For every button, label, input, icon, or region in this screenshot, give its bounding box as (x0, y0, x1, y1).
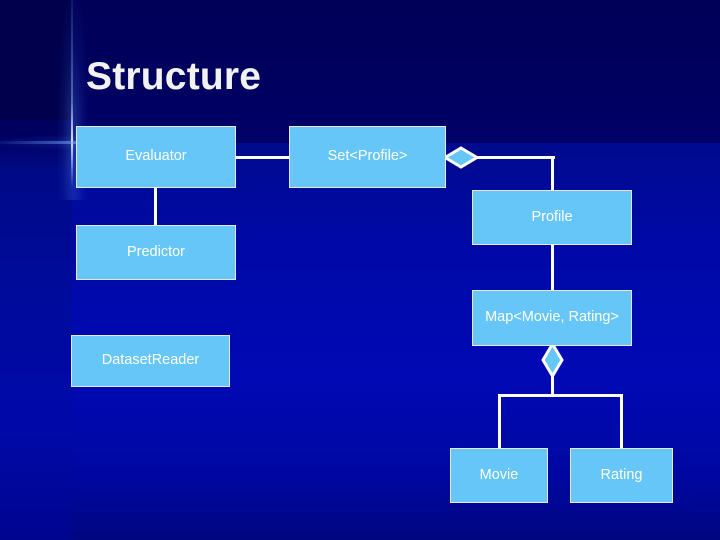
node-rating[interactable]: Rating (570, 448, 673, 503)
node-predictor-label: Predictor (126, 243, 186, 260)
connector-map-bracket-horizontal (498, 394, 623, 397)
connector-map-bracket-stem (551, 370, 554, 397)
connector-evaluator-set-profile (235, 156, 290, 159)
node-map-movie-rating-label: Map<Movie, Rating> (485, 309, 619, 326)
node-movie-label: Movie (479, 466, 519, 483)
aggregation-diamond-icon-set-profile (443, 146, 479, 169)
node-map-movie-rating[interactable]: Map<Movie, Rating> (472, 290, 632, 346)
node-dataset-reader[interactable]: DatasetReader (71, 335, 230, 387)
connector-evaluator-predictor (154, 187, 157, 226)
background-left-column-top (0, 0, 72, 120)
background-top-band (0, 0, 720, 143)
connector-set-profile-profile-horizontal (466, 156, 555, 159)
connector-bracket-movie (498, 394, 501, 449)
aggregation-diamond-icon-map (540, 342, 565, 378)
node-rating-label: Rating (600, 466, 643, 483)
node-movie[interactable]: Movie (450, 448, 548, 503)
connector-bracket-rating (620, 394, 623, 449)
node-profile[interactable]: Profile (472, 190, 632, 245)
node-profile-label: Profile (531, 208, 573, 225)
connector-profile-map (551, 244, 554, 291)
background-vertical-accent-line (71, 0, 73, 186)
node-evaluator-label: Evaluator (125, 148, 187, 165)
node-dataset-reader-label: DatasetReader (101, 352, 200, 369)
page-title: Structure (86, 55, 262, 98)
node-evaluator[interactable]: Evaluator (76, 126, 236, 188)
node-set-profile-label: Set<Profile> (327, 148, 408, 165)
node-set-profile[interactable]: Set<Profile> (289, 126, 446, 188)
connector-set-profile-profile-vertical (551, 156, 554, 192)
node-predictor[interactable]: Predictor (76, 225, 236, 280)
